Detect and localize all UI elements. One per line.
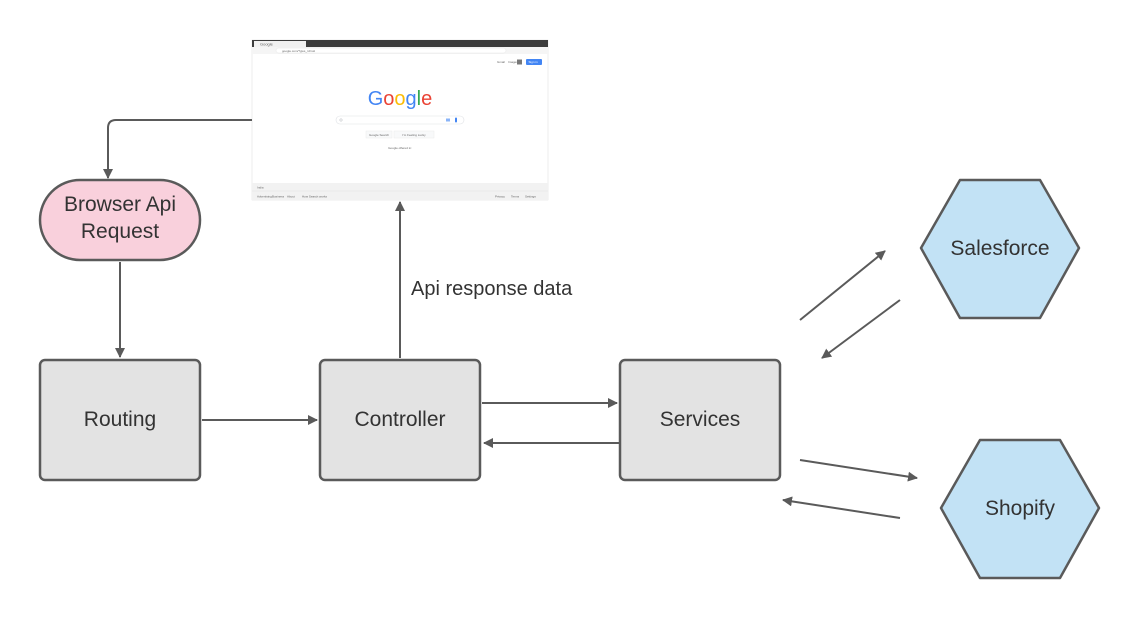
arrow-services-to-shopify — [799, 459, 918, 482]
logo-letter-4: g — [406, 88, 417, 110]
routing-node: Routing — [38, 358, 202, 482]
browser-footer — [252, 183, 548, 200]
logo-letter-3: o — [394, 88, 405, 110]
address-bar-text: google.com/?gws_rd=ssl — [282, 49, 315, 53]
search-input[interactable] — [335, 115, 465, 125]
images-link[interactable]: Images — [508, 60, 518, 64]
logo-letter-5: l — [417, 88, 421, 110]
logo-letter-1: G — [368, 88, 384, 110]
shopify-label: Shopify — [985, 497, 1056, 520]
apps-icon[interactable] — [517, 59, 522, 65]
sign-in-button[interactable] — [526, 59, 542, 65]
browser-tab[interactable] — [254, 41, 306, 47]
arrow-services-to-salesforce — [799, 250, 886, 321]
footer-country: India — [257, 186, 264, 190]
mic-icon[interactable] — [455, 117, 457, 123]
controller-label: Controller — [354, 408, 445, 431]
salesforce-label: Salesforce — [950, 237, 1049, 260]
shopify-node: Shopify — [939, 438, 1101, 580]
logo-letter-6: e — [421, 88, 432, 110]
google-logo: Google — [368, 88, 433, 110]
feeling-lucky-button[interactable] — [393, 130, 435, 139]
api-response-label: Api response data — [411, 278, 573, 300]
browser-titlebar — [252, 40, 548, 47]
gmail-link[interactable]: Gmail — [497, 60, 505, 64]
address-bar[interactable] — [275, 47, 507, 54]
offered-in-text: Google offered in: — [388, 146, 412, 150]
browser-api-request-line2: Request — [81, 220, 159, 243]
footer-terms[interactable]: Terms — [511, 195, 520, 199]
google-search-button[interactable] — [365, 130, 393, 139]
browser-api-request-node: Browser Api Request — [38, 178, 202, 262]
footer-how-search-works[interactable]: How Search works — [302, 195, 328, 199]
arrow-shopify-to-services — [782, 496, 901, 519]
routing-label: Routing — [84, 408, 156, 431]
logo-letter-2: o — [383, 88, 394, 110]
footer-business[interactable]: Business — [272, 195, 285, 199]
browser-screenshot: Google google.com/?gws_rd=ssl Gmail Imag… — [251, 39, 549, 201]
services-label: Services — [660, 408, 741, 431]
search-icon — [339, 118, 343, 122]
footer-privacy[interactable]: Privacy — [495, 195, 505, 199]
arrow-salesforce-to-services — [821, 299, 901, 359]
footer-settings[interactable]: Settings — [525, 195, 536, 199]
controller-node: Controller — [318, 358, 482, 482]
browser-api-request-line1: Browser Api — [64, 193, 176, 216]
browser-tab-title: Google — [260, 42, 274, 47]
feeling-lucky-label: I'm Feeling Lucky — [402, 133, 426, 137]
footer-about[interactable]: About — [287, 195, 295, 199]
footer-advertising[interactable]: Advertising — [257, 195, 272, 199]
google-search-label: Google Search — [369, 133, 389, 137]
keyboard-icon[interactable] — [446, 118, 450, 122]
arrow-browser-to-request — [103, 119, 252, 179]
services-node: Services — [618, 358, 782, 482]
sign-in-label: Sign in — [529, 60, 539, 64]
salesforce-node: Salesforce — [919, 178, 1081, 320]
